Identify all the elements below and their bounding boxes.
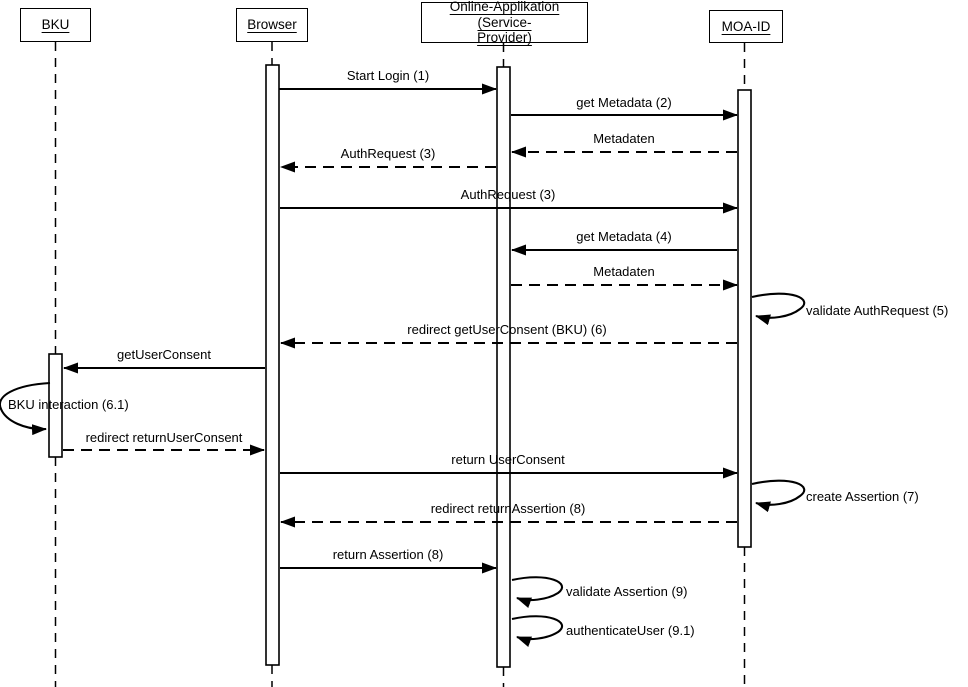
message-label-redirect-getuserconsent: redirect getUserConsent (BKU) (6) [407,322,607,337]
self-loop-arrow-17 [511,615,564,647]
actor-online-app: Online-Applikation (Service- Provider) [421,0,588,46]
message-label-start-login: Start Login (1) [346,68,430,83]
message-label-authrequest-to-moaid: AuthRequest (3) [460,187,556,202]
message-label-metadaten-1: Metadaten [593,131,655,146]
message-label-validate-assertion: validate Assertion (9) [566,584,688,599]
actor-browser: Browser [236,8,308,42]
message-label-bku-interaction: BKU interaction (6.1) [8,397,129,412]
self-loop-arrow-7 [751,292,806,326]
self-loop-arrow-10 [0,381,51,436]
message-label-create-assertion: create Assertion (7) [806,489,919,504]
activation-browser [265,64,280,666]
message-label-authrequest-to-browser: AuthRequest (3) [340,146,436,161]
activation-moa-id [737,89,752,548]
message-label-validate-authrequest: validate AuthRequest (5) [806,303,949,318]
activation-bku [48,353,63,458]
actor-moa-id: MOA-ID [709,10,783,43]
activation-online-app [496,66,511,668]
self-loop-arrow-16 [511,576,564,608]
message-label-getuserconsent: getUserConsent [117,347,211,362]
message-label-redirect-returnuserconsent: redirect returnUserConsent [85,430,243,445]
message-label-authenticateuser: authenticateUser (9.1) [566,623,695,638]
message-label-redirect-returnassertion: redirect returnAssertion (8) [430,501,586,516]
actor-bku-label: BKU [41,17,70,33]
message-label-return-assertion: return Assertion (8) [332,547,444,562]
actor-moa-id-label: MOA-ID [721,18,771,34]
message-label-return-userconsent: return UserConsent [451,452,565,467]
message-label-metadaten-2: Metadaten [593,264,655,279]
message-label-get-metadata-2: get Metadata (2) [576,95,672,110]
actor-browser-label: Browser [247,17,297,33]
self-loop-arrow-13 [751,479,806,513]
actor-bku: BKU [20,8,91,42]
message-label-get-metadata-4: get Metadata (4) [576,229,672,244]
actor-online-app-label: Online-Applikation (Service- Provider) [449,0,560,46]
